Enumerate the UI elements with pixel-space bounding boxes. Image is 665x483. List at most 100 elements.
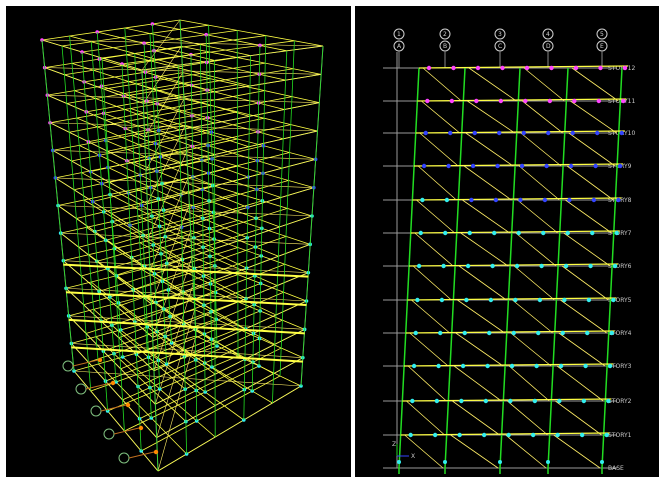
model-3d-canvas[interactable] [6,6,351,477]
node-marker [570,130,575,136]
story-label: STORY5 [608,297,632,304]
node-marker [441,263,446,269]
story-label: STORY3 [608,363,632,370]
beam-line [152,23,287,52]
brace-line [556,365,604,402]
column-line [134,53,152,419]
beam-line [166,262,277,316]
view-divider[interactable] [351,6,355,477]
column-line [251,45,261,392]
beam-line [88,111,238,143]
beam-line [122,356,216,438]
brace-line [510,332,552,367]
brace-line [65,287,307,302]
node-marker [560,330,565,336]
column-line [243,55,251,421]
grid-bubble-label: 1 [397,31,401,38]
column-line [152,23,172,344]
brace-line [465,132,514,167]
node-marker [572,98,577,104]
support-node [97,357,103,363]
brace-line [467,100,515,134]
beam-line [195,335,302,387]
beam-line [122,338,260,401]
model-3d-view[interactable] [6,6,351,477]
node-marker [497,130,502,136]
elevation-canvas[interactable]: STORY12STORY11STORY10STORY9STORY8STORY7S… [355,6,659,477]
column-line [601,67,623,469]
brace-line [409,332,449,367]
brace-line [143,46,182,104]
grid-bubble-label: C [498,43,502,50]
brace-line [421,100,461,134]
brace-line [156,309,195,438]
brace-line [560,299,607,334]
node-marker [508,398,513,404]
node-marker [439,297,445,303]
column-line [398,67,420,469]
brace-line [57,205,313,217]
beam-line [98,363,187,455]
brace-line [515,232,557,267]
beam-line [179,19,324,47]
column-line [81,51,108,412]
node-marker [557,398,562,404]
node-marker [532,398,538,404]
brace-line [512,299,554,334]
node-marker [415,297,420,303]
beam-line [73,335,197,372]
beam-line [79,144,182,196]
beam-line [81,30,238,53]
brace-line [455,332,504,367]
column-line [213,60,216,438]
beam-line [81,238,215,277]
beam-line [107,355,239,412]
node-marker [451,65,456,71]
brace-line [558,332,606,367]
node-marker [621,98,626,104]
node-marker [622,65,628,71]
beam-line [165,236,278,286]
node-marker [467,230,472,236]
floor-beam [65,291,307,306]
brace-line [450,434,499,469]
node-marker [495,163,500,169]
support-node [397,460,401,464]
node-marker [530,432,536,438]
grid-bubble-top [393,28,405,40]
brace-line [522,100,563,134]
brace-line [49,122,318,132]
elevation-view[interactable]: STORY12STORY11STORY10STORY9STORY8STORY7S… [355,6,659,477]
node-marker [567,197,572,203]
beam-line [47,72,183,96]
brace-line [553,434,601,469]
grid-bubble-3d [75,383,87,395]
brace-line [153,256,193,371]
node-marker [472,130,477,136]
node-marker [583,363,588,369]
beam-line [61,24,209,47]
beam-line [71,131,212,162]
brace-line [571,67,619,102]
beam-line [133,235,287,291]
beam-line [66,78,211,104]
node-marker [469,197,474,203]
brace-line [507,400,548,436]
node-marker [596,98,602,104]
node-marker [488,297,494,303]
node-marker [609,330,614,336]
beam-line [120,310,261,370]
beam-line [124,365,260,432]
brace-line [458,265,507,301]
brace-line [460,232,509,267]
brace-line [462,199,510,234]
node-marker [436,363,441,369]
node-marker [432,432,438,438]
node-marker [614,230,619,236]
beam-line [141,375,281,452]
node-marker [500,65,505,71]
grid-bubble-3d [62,360,74,372]
node-marker [581,398,587,404]
node-marker [408,432,413,438]
node-marker [616,197,621,203]
